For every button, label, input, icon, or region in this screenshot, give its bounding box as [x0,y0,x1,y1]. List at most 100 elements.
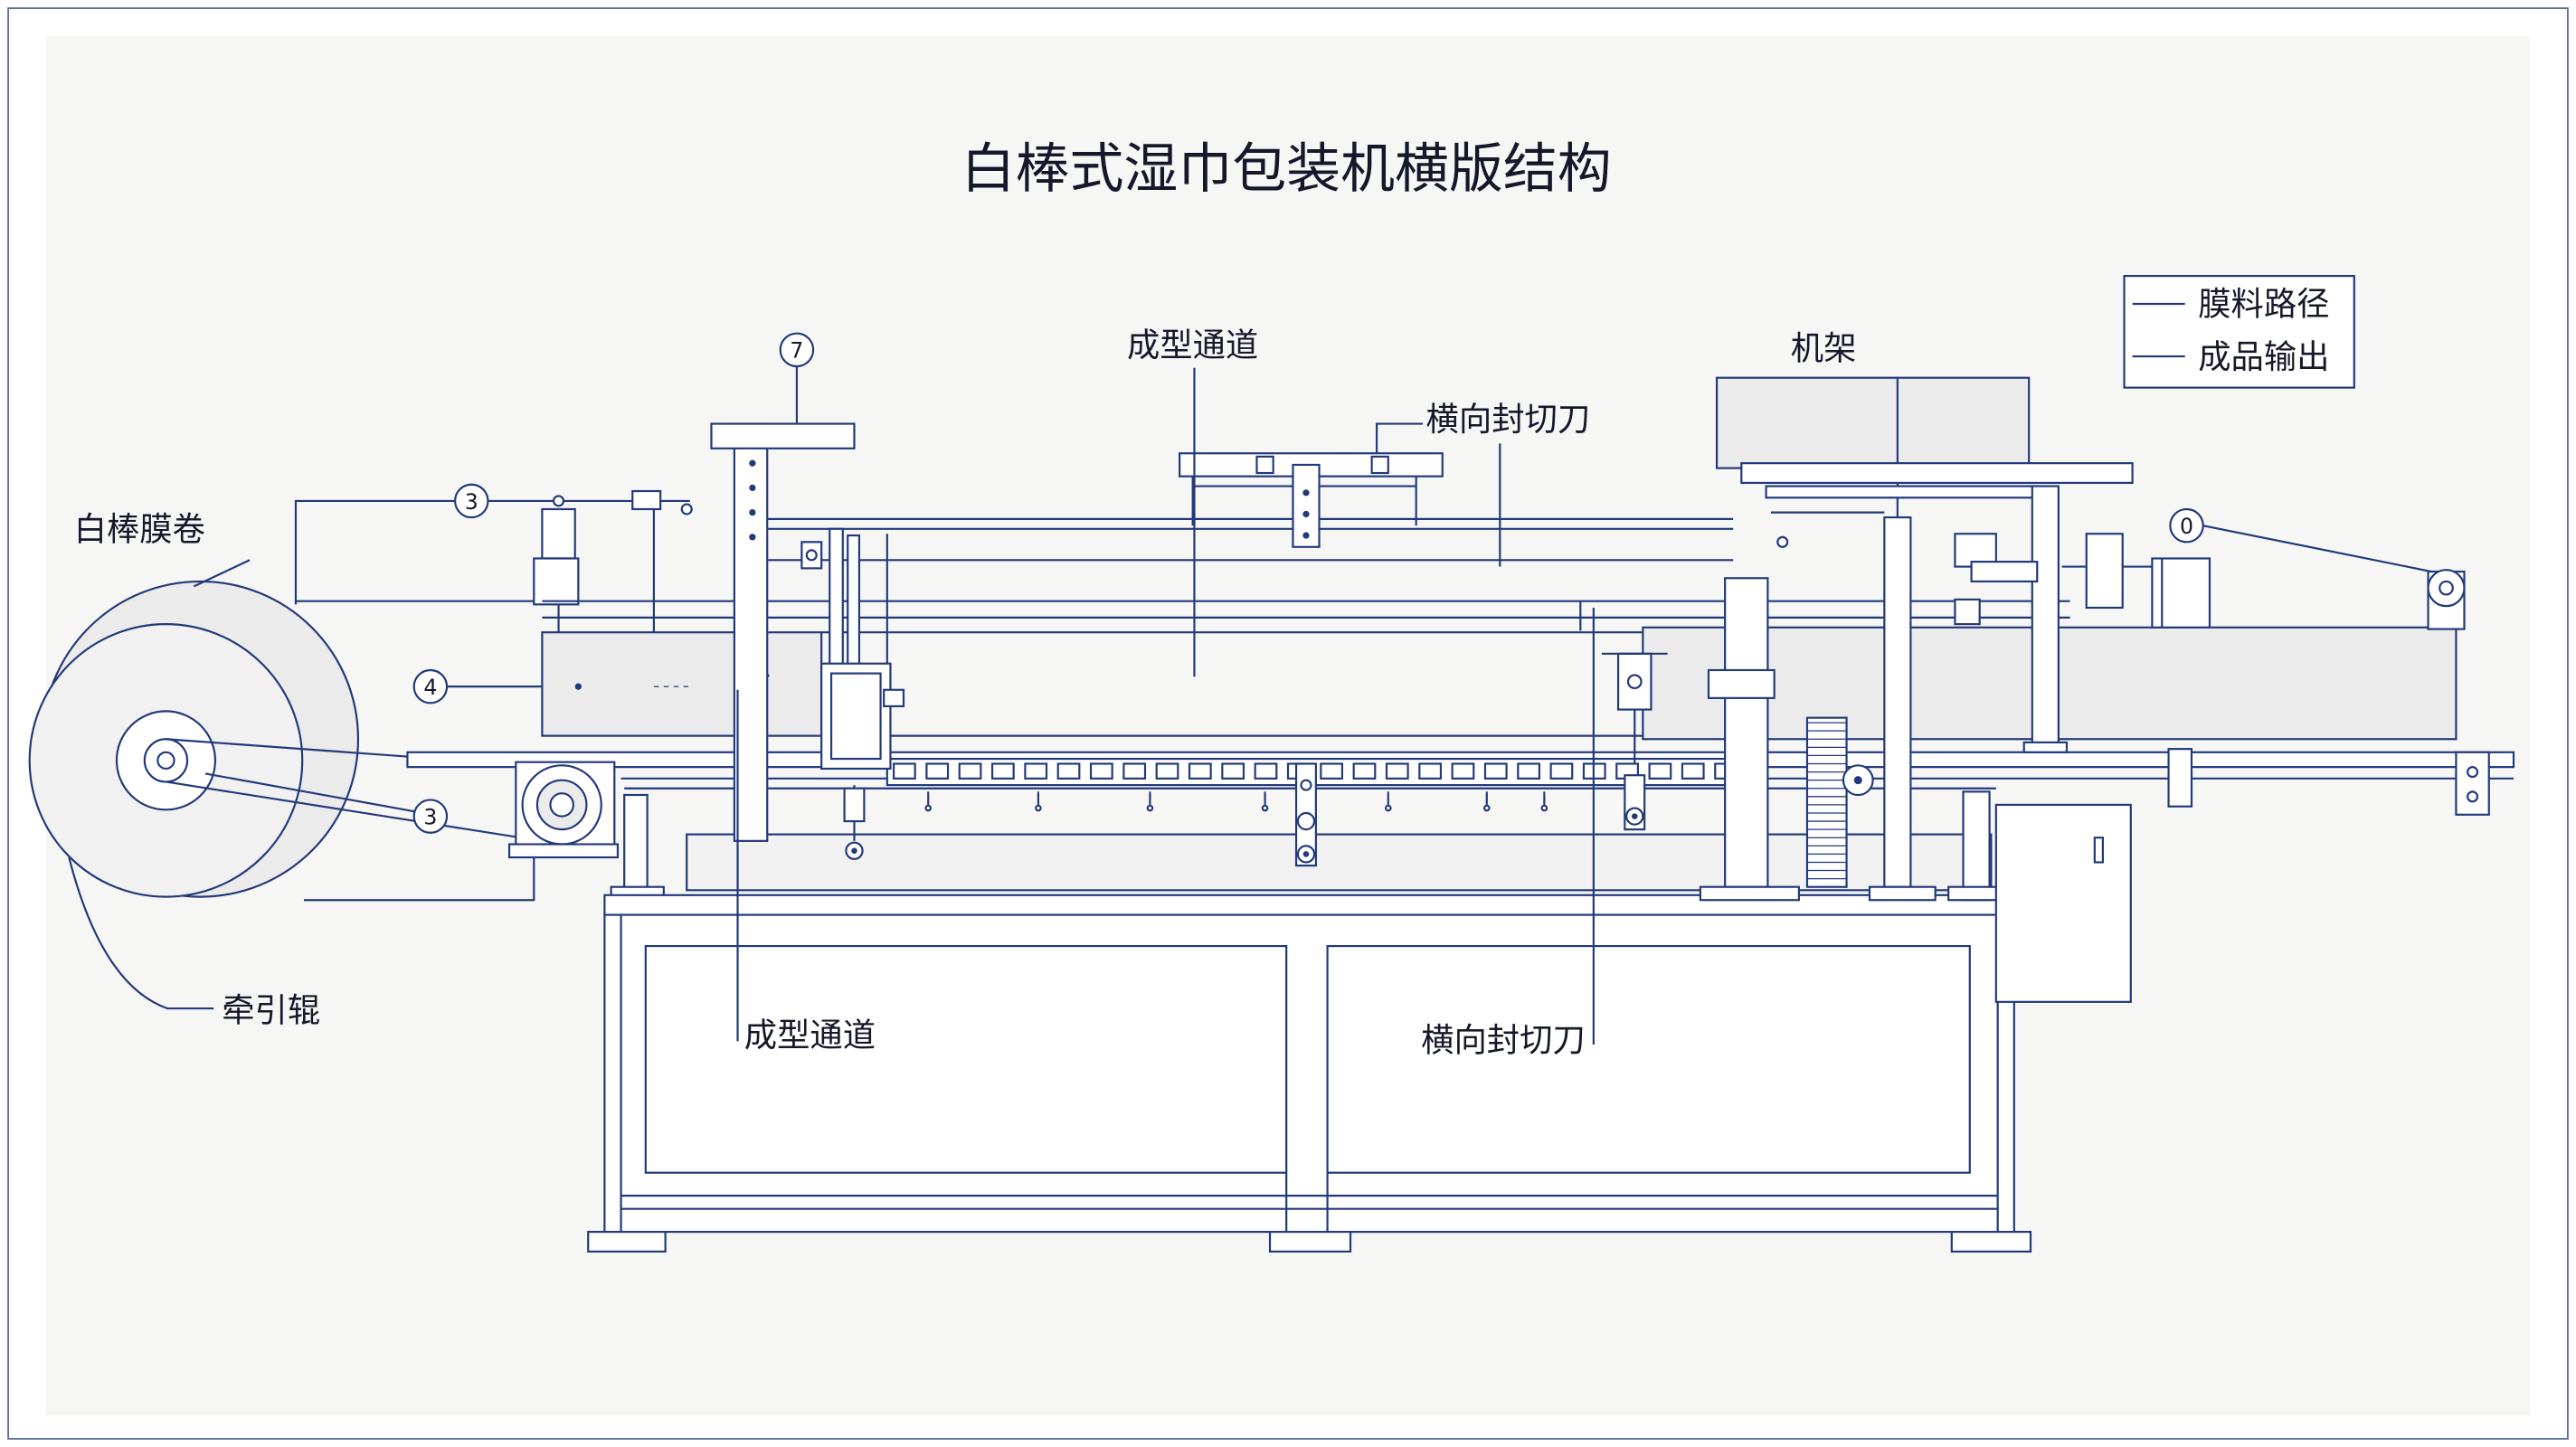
lower-knife-eye [1296,811,1316,831]
chain-link [925,762,950,780]
chain-link [1254,762,1278,780]
base-top-rail [603,894,2015,916]
cross-seal-cutter-units [843,607,1668,1045]
rail-tick-pin [924,804,933,812]
chain-link [1320,762,1344,780]
frame-column-bracket [1707,668,1776,699]
belt-callout-leader [204,772,414,813]
chain-link [1155,762,1179,780]
tension-bracket-lower [533,557,580,606]
chain-link [1451,762,1475,780]
product-output-box [1994,803,2132,1003]
diagram-title: 白棒式湿巾包装机横版结构 [961,137,1612,201]
forming-block-left [541,631,823,737]
lower-plate [686,833,1993,892]
drive-gear-rack [1805,716,1848,888]
left-column-cap [710,422,856,449]
cross-seal-cutter-bottom-label: 横向封切刀 [1421,1020,1586,1059]
left-column [710,365,856,1042]
outfeed-section [1994,525,2490,1003]
pull-roller-post [623,793,649,895]
frame-sub-plate [1765,485,2047,499]
chain-link [958,762,982,780]
base-panel-right [1326,944,1971,1174]
film-roll-leader [193,559,251,588]
frame-column-left [1724,577,1769,888]
lower-knife-eye-pin [851,847,857,855]
legend: 膜料路径 成品输出 [2123,275,2355,389]
pull-roller-axle [549,792,574,818]
legend-label-product-output: 成品输出 [2198,337,2329,376]
cross-seal-cutter-top-label: 横向封切刀 [1426,400,1591,439]
frame-label: 机架 [1791,329,1857,368]
frame-actuator-block [1954,598,1981,626]
roll-base-line [304,854,535,902]
frame-actuator-bar [1970,561,2039,582]
chain-link [1056,762,1081,780]
film-roll-hub-core [156,751,175,771]
tension-arm [488,489,693,633]
carriage-block-hole [1302,510,1310,518]
tension-arm-end [680,503,693,515]
belt-lower-line [166,780,553,844]
frame-column-center-foot [1868,885,1937,902]
rail-tick-pin [1384,804,1392,812]
forming-block-marker [574,683,582,690]
output-roller-axle [2439,580,2454,596]
chain-link [1352,762,1377,780]
pull-roller-base [507,843,620,859]
guide-clamp-pin [805,549,818,562]
callout-forming-block: 4 [412,668,449,705]
tension-bracket-upper [541,507,576,560]
rail-tick-pin [1540,804,1548,812]
callout-number: 3 [423,805,437,830]
rail-tick-pin [1146,804,1154,812]
outfeed-support [2167,748,2193,808]
rail-tick-pin [1482,804,1491,812]
frame-top-plate [1740,462,2134,485]
carriage-block-hole [1302,532,1310,539]
callout-circle [779,332,815,368]
base-panel-left [644,944,1288,1174]
chain-link [990,762,1015,780]
carriage-lug [1255,455,1274,475]
legend-box [2123,275,2355,389]
chain-link [1549,762,1574,780]
left-column-hole [749,508,756,516]
lower-knife-eye-pin [1302,851,1310,857]
outfeed-end-bracket [2455,751,2490,816]
base-frame [587,894,2032,1253]
callout-belt-lower: 3 [412,799,449,834]
callout-circle [412,799,449,834]
left-column-post [733,422,769,842]
left-column-hole [749,534,756,541]
legend-label-film-path: 膜料路径 [2198,285,2329,324]
left-column-hole [749,484,756,492]
callout-number: 4 [423,675,437,700]
upper-guide-rails [542,517,2070,631]
outfeed-post-foot [1947,885,2003,902]
rail-tick-pin [1035,804,1042,812]
lower-knife-eye [1300,779,1312,791]
callout-column-top: 7 [779,332,815,368]
infeed-guide [800,527,905,771]
gear-teeth [1806,722,1847,880]
carriage-lug [1370,455,1389,475]
callout-number: 7 [790,338,803,364]
frame-housing [1715,376,2031,469]
tension-arm-pivot [553,495,565,507]
frame-column-center [1883,515,1912,888]
callout-output-roller: 0 [2169,507,2204,544]
forming-channel-bottom-label: 成型通道 [744,1016,876,1055]
base-foot-middle [1268,1230,1352,1253]
cutter-top-leader [1375,422,1423,454]
outfeed-cylinder [2085,533,2124,610]
chain-link [1024,762,1048,780]
frame-column-right [2031,485,2060,747]
chain-link [1418,762,1443,780]
output-roller-leader [2202,525,2432,573]
outfeed-end-pin [2467,790,2479,803]
chain-link [1385,762,1409,780]
pull-roller-leader [68,856,214,1010]
